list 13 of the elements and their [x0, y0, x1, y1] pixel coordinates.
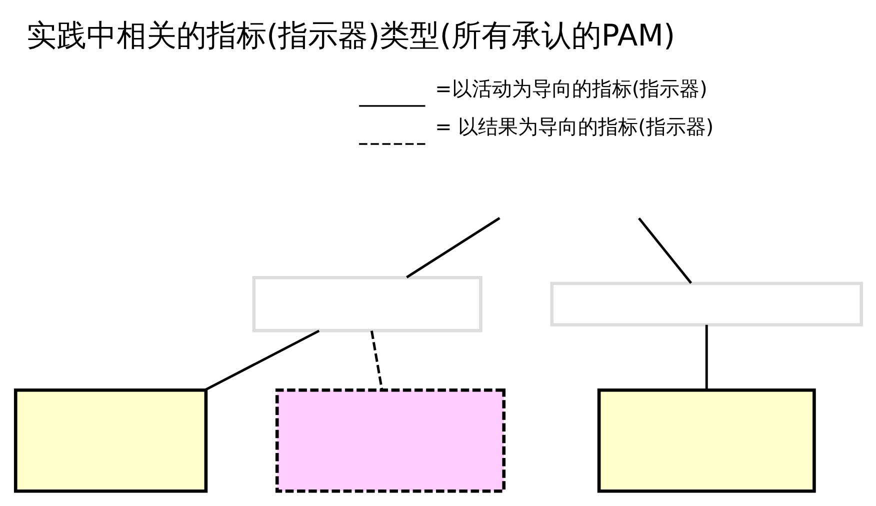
diagram-title: 实践中相关的指标(指示器)类型(所有承认的PAM): [26, 18, 675, 54]
connector: [638, 217, 692, 284]
node-box: [596, 388, 816, 493]
legend-label: =以活动为导向的指标(指示器): [434, 77, 707, 100]
node-box: [550, 282, 863, 326]
connector: [406, 217, 500, 278]
legend-label: = 以结果为导向的指标(指示器): [434, 115, 714, 138]
connector: [704, 324, 708, 390]
connector: [370, 330, 383, 390]
node-box: [274, 388, 506, 493]
node-box: [13, 388, 208, 493]
node-box: [252, 276, 482, 332]
connector: [204, 330, 320, 392]
